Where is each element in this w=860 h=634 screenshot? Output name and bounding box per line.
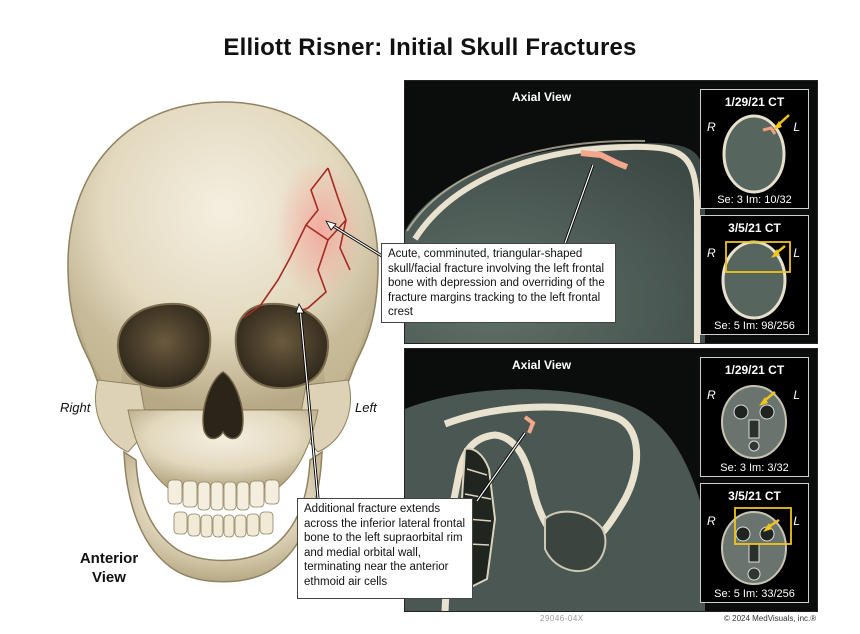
highlight-box — [734, 507, 792, 545]
mandible — [123, 450, 323, 583]
thumb-l-label: L — [793, 246, 800, 260]
thumb-date: 3/5/21 CT — [728, 221, 781, 235]
callout-additional-fracture: Additional fracture extends across the i… — [297, 498, 473, 599]
thumb-date: 1/29/21 CT — [724, 95, 785, 109]
thumb-l-label: L — [793, 388, 800, 402]
thumb-r-label: R — [707, 120, 716, 134]
view-label-line2: View — [92, 569, 126, 586]
copyright-notice: © 2024 MedVisuals, inc.® — [724, 614, 817, 623]
page-title: Elliott Risner: Initial Skull Fractures — [223, 34, 637, 61]
ct-thumbnail-1-29-21-upper[interactable]: 1/29/21 CT R L Se: 3 Im: 10/32 — [700, 89, 809, 209]
thumb-meta: Se: 5 Im: 33/256 — [714, 588, 795, 600]
thumb-l-label: L — [793, 120, 800, 134]
skull-illustration — [67, 101, 379, 583]
thumb-l-label: L — [793, 514, 800, 528]
lower-teeth — [173, 511, 274, 538]
upper-teeth — [167, 479, 280, 511]
fracture-highlight-upper — [580, 150, 629, 170]
axial-view-label-upper: Axial View — [512, 90, 572, 104]
axial-view-label-lower: Axial View — [512, 358, 572, 372]
thumb-meta: Se: 3 Im: 10/32 — [717, 194, 792, 206]
callout-frontal-fracture: Acute, comminuted, triangular-shaped sku… — [381, 243, 616, 323]
thumb-r-label: R — [707, 388, 716, 402]
orbit-right — [116, 302, 212, 390]
fracture-highlight-lower — [523, 415, 536, 434]
thumb-meta: Se: 3 Im: 3/32 — [720, 462, 789, 474]
thumb-r-label: R — [707, 514, 716, 528]
side-label-right: Right — [60, 400, 91, 415]
thumb-r-label: R — [707, 246, 716, 260]
ct-thumbnail-1-29-21-lower[interactable]: 1/29/21 CT R L Se: 3 Im: 3/32 — [700, 357, 809, 477]
thumb-date: 1/29/21 CT — [724, 363, 785, 377]
orbit-left — [234, 302, 330, 390]
view-label-line1: Anterior — [79, 550, 139, 567]
nasal-cavity — [202, 371, 244, 440]
ct-thumbnail-3-5-21-lower[interactable]: 3/5/21 CT R L Se: 5 Im: 33/256 — [700, 483, 809, 603]
side-label-left: Left — [355, 400, 377, 415]
thumb-meta: Se: 5 Im: 98/256 — [714, 320, 795, 332]
thumb-date: 3/5/21 CT — [728, 489, 781, 503]
ct-thumbnail-3-5-21-upper[interactable]: 3/5/21 CT R L Se: 5 Im: 98/256 — [700, 215, 809, 335]
job-number: 29046-04X — [540, 614, 584, 623]
anterior-view-label: Anterior View — [54, 549, 164, 587]
highlight-box — [725, 241, 791, 273]
ct-panel-lower: Axial View 1/29/21 CT R L Se: 3 Im: 3/32… — [404, 348, 818, 612]
